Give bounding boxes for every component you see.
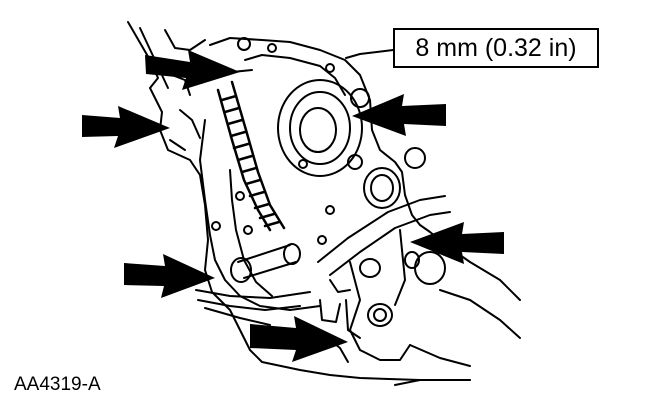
arrow-upper-chain: [145, 50, 240, 90]
arrow-lower-left: [124, 254, 215, 298]
crankshaft-seal-bore: [277, 79, 363, 177]
timing-cover: [199, 37, 451, 311]
arrow-upper-right: [352, 94, 446, 136]
oil-pan-rail: [195, 289, 311, 326]
dimension-callout: 8 mm (0.32 in): [393, 28, 599, 68]
timing-chain: [216, 80, 286, 232]
crankshaft-snout: [230, 243, 301, 283]
arrow-upper-left: [82, 106, 170, 148]
callout-leader: [345, 49, 394, 59]
arrow-bottom: [250, 316, 348, 362]
bolt-bosses: [211, 37, 426, 245]
arrow-right-mid: [410, 222, 504, 264]
figure-id: AA4319-A: [14, 374, 101, 395]
accessory-bracket: [317, 195, 451, 361]
engine-block-outline: [127, 21, 471, 381]
dimension-callout-text: 8 mm (0.32 in): [415, 33, 577, 62]
right-housing: [329, 247, 521, 386]
